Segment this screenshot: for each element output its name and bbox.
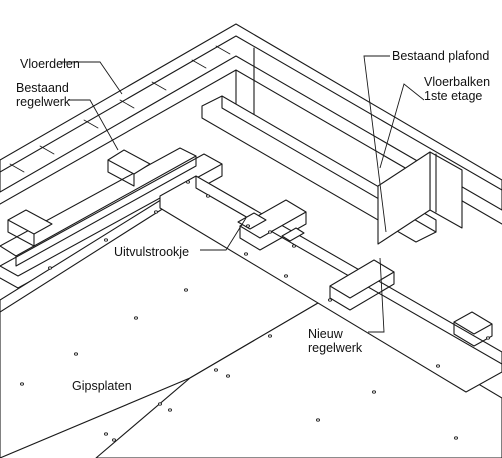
label-bestaand-regelwerk-line2: regelwerk (16, 95, 71, 109)
label-vloerbalken-line2: 1ste etage (424, 89, 482, 103)
label-vloerbalken-line1: Vloerbalken (424, 75, 490, 89)
floor-joists (201, 95, 463, 245)
label-nieuw-regelwerk-line2: regelwerk (308, 341, 363, 355)
label-bestaand-regelwerk-line1: Bestaand (16, 81, 69, 95)
label-vloerdelen: Vloerdelen (20, 57, 80, 71)
leader-lines (60, 55, 425, 333)
labels: Vloerdelen Bestaand regelwerk Bestaand p… (16, 49, 490, 393)
new-battens (159, 175, 502, 393)
label-gipsplaten: Gipsplaten (72, 379, 132, 393)
label-nieuw-regelwerk-line1: Nieuw (308, 327, 344, 341)
screw-points (19, 180, 490, 442)
label-bestaand-plafond: Bestaand plafond (392, 49, 489, 63)
label-uitvulstrookje: Uitvulstrookje (114, 245, 189, 259)
existing-battens (0, 147, 223, 289)
